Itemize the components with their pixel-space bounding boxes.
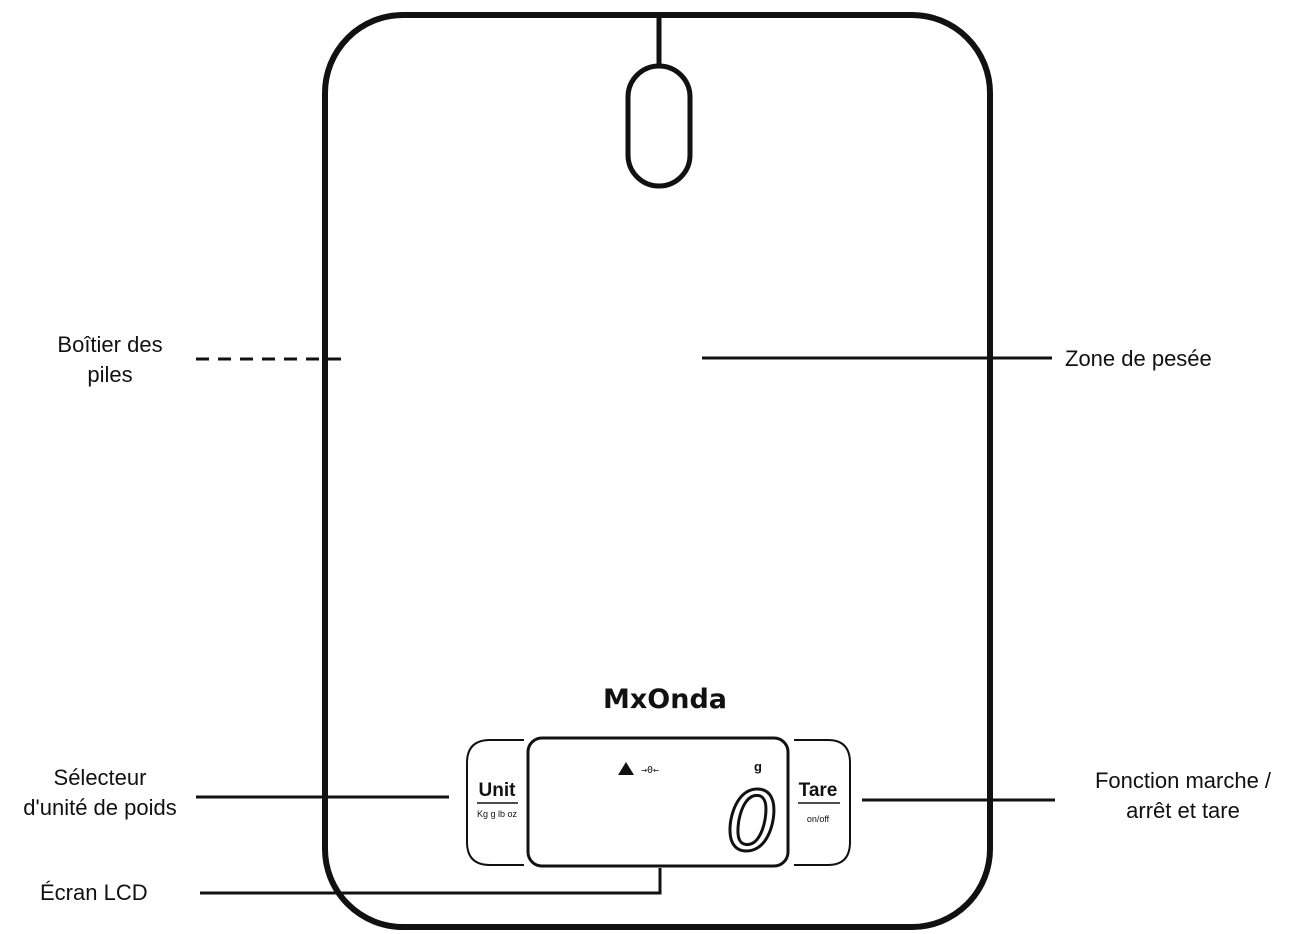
tare-button-outline	[794, 739, 851, 866]
unit-selector-label-line2: d'unité de poids	[23, 795, 176, 820]
unit-button-sublabel: Kg g lb oz	[477, 809, 518, 819]
battery-label: Boîtier des piles	[57, 332, 162, 387]
tare-button-label: Tare	[799, 780, 838, 801]
weighing-zone-label: Zone de pesée	[1065, 346, 1212, 371]
lcd-screen: →0← g 0	[526, 736, 790, 872]
unit-selector-label-line1: Sélecteur	[54, 765, 147, 790]
tare-function-label-line1: Fonction marche /	[1095, 768, 1272, 793]
scale-body-outline	[322, 12, 993, 930]
lcd-unit: g	[754, 759, 762, 774]
unit-button[interactable]: Unit Kg g lb oz	[466, 739, 524, 866]
unit-button-outline	[466, 739, 524, 866]
battery-label-line2: piles	[87, 362, 132, 387]
brand-logo: MxOnda	[603, 684, 727, 715]
lcd-zero-indicator: →0←	[641, 765, 659, 776]
brand-text: MxOnda	[603, 684, 727, 715]
lcd-frame	[526, 736, 790, 868]
lcd-screen-label: Écran LCD	[40, 880, 148, 905]
tare-button-sublabel: on/off	[807, 814, 830, 824]
unit-button-label: Unit	[479, 780, 517, 801]
stability-arrow-icon	[618, 762, 634, 775]
lcd-reading: 0	[726, 775, 778, 870]
tare-button[interactable]: Tare on/off	[794, 739, 851, 866]
lcd-callout-line	[200, 868, 662, 895]
tare-function-label-line2: arrêt et tare	[1126, 798, 1240, 823]
battery-label-line1: Boîtier des	[57, 332, 162, 357]
tare-function-label: Fonction marche / arrêt et tare	[1095, 768, 1272, 823]
unit-selector-label: Sélecteur d'unité de poids	[23, 765, 176, 820]
hanging-hole-icon	[625, 63, 693, 189]
